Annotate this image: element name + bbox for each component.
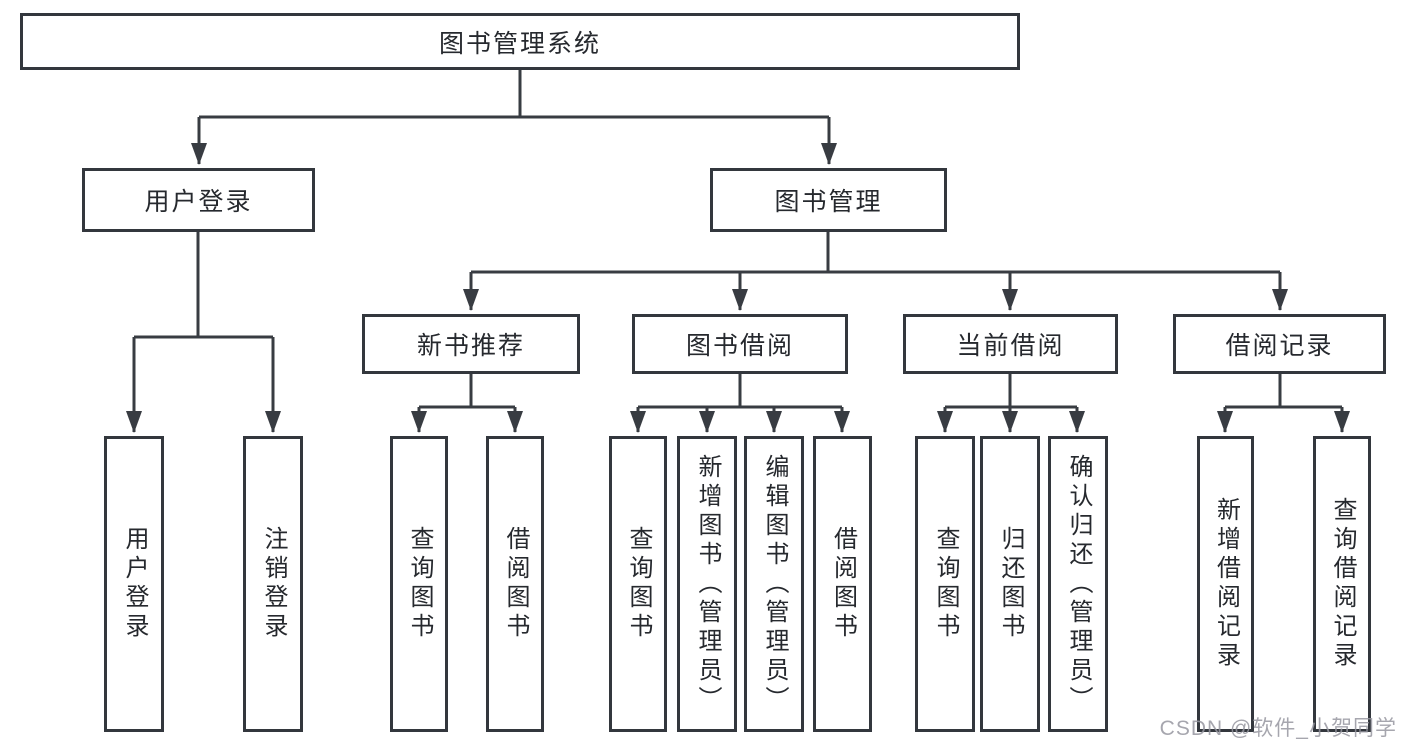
- leaf-query-books-1: 查询图书: [390, 436, 448, 732]
- node-label: 当前借阅: [956, 332, 1065, 360]
- leaf-return-books: 归还图书: [980, 436, 1040, 732]
- leaf-query-borrow-record: 查询借阅记录: [1313, 436, 1371, 732]
- leaf-label: 确认归还（管理员）: [1065, 453, 1092, 715]
- leaf-label: 查询图书: [406, 526, 433, 642]
- leaf-label: 新增图书（管理员）: [694, 453, 721, 715]
- leaf-label: 查询借阅记录: [1329, 497, 1356, 671]
- leaf-borrow-books-1: 借阅图书: [486, 436, 544, 732]
- leaf-query-books-3: 查询图书: [915, 436, 975, 732]
- node-new-book-recommend: 新书推荐: [362, 314, 580, 374]
- leaf-label: 借阅图书: [829, 526, 857, 642]
- node-current-borrowing: 当前借阅: [903, 314, 1118, 374]
- leaf-logout: 注销登录: [243, 436, 303, 732]
- node-label: 图书管理: [774, 188, 883, 216]
- node-label: 图书管理系统: [438, 29, 601, 58]
- connector-records-trunk: [1225, 374, 1342, 409]
- leaf-add-books-admin: 新增图书（管理员）: [677, 436, 737, 732]
- leaf-label: 借阅图书: [502, 526, 529, 642]
- node-user-login: 用户登录: [82, 168, 315, 232]
- node-label: 图书借阅: [685, 332, 794, 360]
- watermark: CSDN @软件_小贺同学: [1159, 717, 1397, 740]
- leaf-label: 查询图书: [932, 526, 959, 642]
- leaf-label: 查询图书: [625, 526, 652, 642]
- node-root-system: 图书管理系统: [20, 13, 1020, 70]
- connector-current-trunk: [945, 374, 1077, 409]
- connector-borrowing-trunk: [638, 374, 842, 409]
- node-label: 借阅记录: [1225, 332, 1334, 360]
- leaf-label: 注销登录: [260, 526, 287, 642]
- leaf-label: 用户登录: [121, 526, 148, 642]
- leaf-confirm-return-admin: 确认归还（管理员）: [1048, 436, 1108, 732]
- connector-newbooks-trunk: [419, 374, 515, 409]
- node-borrowing-records: 借阅记录: [1173, 314, 1386, 374]
- leaf-edit-books-admin: 编辑图书（管理员）: [744, 436, 804, 732]
- leaf-query-books-2: 查询图书: [609, 436, 667, 732]
- connector-bookmgmt-trunk: [471, 232, 1280, 274]
- leaf-label: 新增借阅记录: [1212, 497, 1240, 671]
- leaf-label: 归还图书: [997, 526, 1024, 642]
- node-book-borrowing: 图书借阅: [632, 314, 848, 374]
- node-label: 用户登录: [144, 188, 253, 216]
- node-book-management: 图书管理: [710, 168, 947, 232]
- leaf-borrow-books-2: 借阅图书: [813, 436, 872, 732]
- connector-userlogin-trunk: [134, 232, 273, 339]
- node-label: 新书推荐: [416, 332, 525, 360]
- leaf-user-login: 用户登录: [104, 436, 164, 732]
- leaf-add-borrow-record: 新增借阅记录: [1197, 436, 1254, 732]
- leaf-label: 编辑图书（管理员）: [761, 453, 788, 715]
- connector-root-trunk: [199, 70, 829, 119]
